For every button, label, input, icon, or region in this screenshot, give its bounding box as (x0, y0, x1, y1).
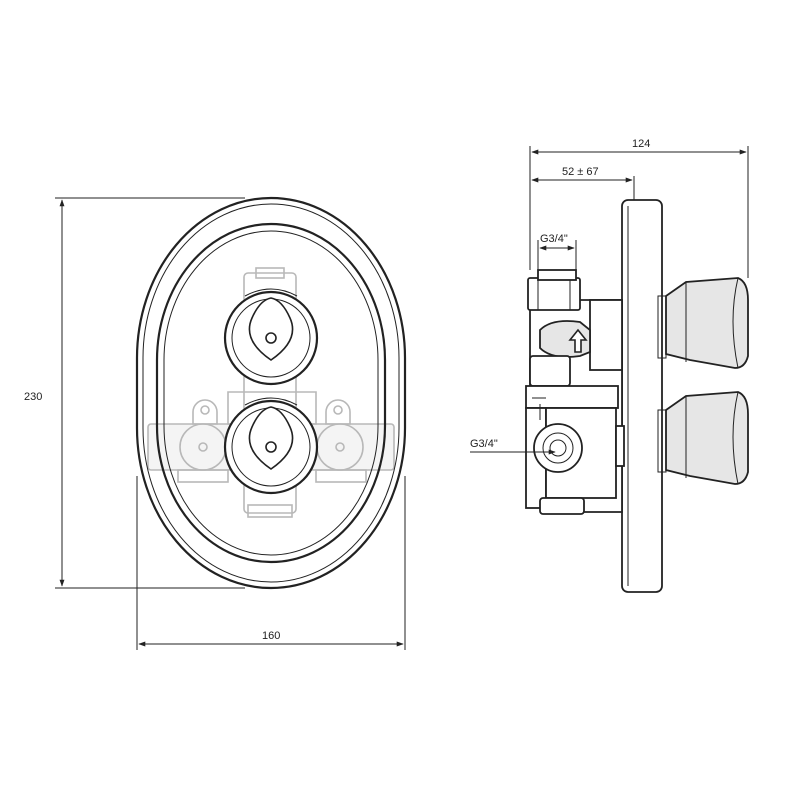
lower-knob (223, 397, 319, 495)
upper-knob (223, 288, 319, 386)
front-view: 230 160 (24, 196, 407, 650)
depth-total-label: 124 (632, 138, 650, 150)
top-inlet-label: G3/4" (540, 233, 568, 245)
cover-plate-edge (142, 203, 400, 583)
cover-plate-inner-edge (163, 230, 379, 556)
width-dimension: 160 (136, 476, 406, 650)
lower-handle (665, 391, 749, 485)
side-inlet-dimension: G3/4" (470, 438, 556, 455)
depth-adjust-dimension: 52 ± 67 (531, 166, 635, 200)
height-label: 230 (24, 391, 42, 403)
depth-total-dimension: 124 (529, 138, 749, 278)
cover-plate-outer (135, 196, 407, 590)
side-inlet-label: G3/4" (470, 438, 498, 450)
height-dimension: 230 (24, 197, 245, 589)
cover-plate-inner (155, 222, 387, 564)
side-valve-body (525, 269, 625, 515)
width-label: 160 (262, 630, 280, 642)
top-inlet-dimension: G3/4" (537, 233, 577, 270)
upper-handle (665, 277, 749, 369)
side-view: 124 52 ± 67 G3/4" G3/4" (470, 138, 749, 593)
depth-adjust-label: 52 ± 67 (562, 166, 599, 178)
